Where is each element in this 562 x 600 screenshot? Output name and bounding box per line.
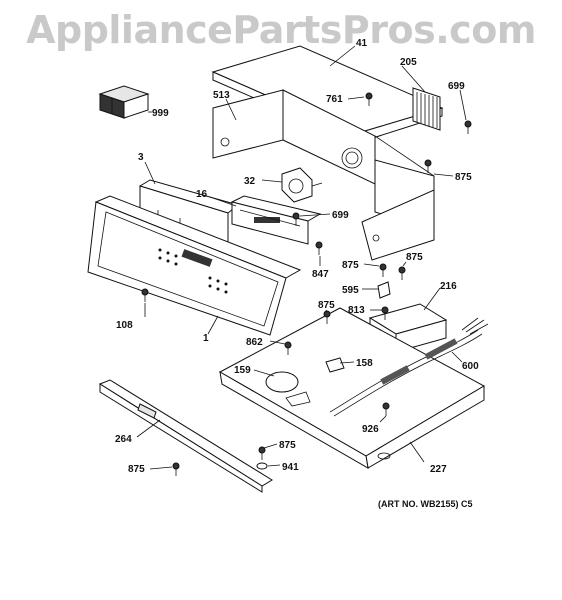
- callout-761[interactable]: 761: [326, 94, 343, 105]
- part-1-front-panel[interactable]: [87, 195, 302, 336]
- callout-595[interactable]: 595: [342, 285, 359, 296]
- callout-875-b[interactable]: 875: [406, 252, 423, 263]
- callout-41[interactable]: 41: [356, 38, 368, 49]
- callout-108[interactable]: 108: [116, 320, 133, 331]
- callout-205[interactable]: 205: [400, 57, 417, 68]
- part-32-fan-motor[interactable]: [281, 167, 323, 203]
- callout-600[interactable]: 600: [462, 361, 479, 372]
- screw-862[interactable]: [284, 341, 292, 355]
- callout-813[interactable]: 813: [348, 305, 365, 316]
- callout-875-right[interactable]: 875: [455, 172, 472, 183]
- screw-875-e[interactable]: [172, 462, 180, 476]
- callout-3[interactable]: 3: [138, 152, 144, 163]
- callout-999[interactable]: 999: [152, 108, 169, 119]
- callout-941[interactable]: 941: [282, 462, 299, 473]
- callout-875-c[interactable]: 875: [318, 300, 335, 311]
- screw-875-c[interactable]: [323, 310, 331, 324]
- callout-699-mid[interactable]: 699: [332, 210, 349, 221]
- callout-847[interactable]: 847: [312, 269, 329, 280]
- callout-875-d[interactable]: 875: [279, 440, 296, 451]
- screw-847[interactable]: [315, 241, 323, 255]
- screw-926[interactable]: [382, 402, 390, 416]
- part-513-side-panel[interactable]: [212, 89, 435, 185]
- part-595-clip[interactable]: [377, 281, 391, 299]
- callout-32[interactable]: 32: [244, 176, 256, 187]
- part-600-wire-harness[interactable]: [329, 317, 489, 417]
- screw-875-d[interactable]: [258, 446, 266, 460]
- screw-875-a[interactable]: [379, 263, 387, 277]
- callout-158[interactable]: 158: [356, 358, 373, 369]
- part-264-trim-strip[interactable]: [98, 379, 273, 493]
- screw-875-b[interactable]: [398, 266, 406, 280]
- callout-926[interactable]: 926: [362, 424, 379, 435]
- watermark-text: AppliancePartsPros.com: [26, 8, 536, 52]
- screw-699-top[interactable]: [464, 120, 472, 134]
- callout-labels: 41 205 699 513 761 999 875 3 32 16 699 8…: [115, 38, 479, 475]
- callout-875-e[interactable]: 875: [128, 464, 145, 475]
- screw-761[interactable]: [365, 92, 373, 106]
- callout-699-top[interactable]: 699: [448, 81, 465, 92]
- art-number: (ART NO. WB2155) C5: [378, 499, 473, 509]
- screw-699-mid[interactable]: [292, 212, 300, 226]
- callout-513[interactable]: 513: [213, 90, 230, 101]
- part-999-box[interactable]: [98, 85, 150, 119]
- part-158-clip[interactable]: [325, 357, 345, 373]
- screw-group: [141, 92, 472, 476]
- part-chassis-right[interactable]: [361, 159, 435, 261]
- callout-159[interactable]: 159: [234, 365, 251, 376]
- part-205-vent[interactable]: [412, 87, 441, 131]
- screw-108[interactable]: [141, 288, 149, 302]
- washer-941[interactable]: [256, 462, 268, 470]
- callout-16[interactable]: 16: [196, 189, 208, 200]
- callout-264[interactable]: 264: [115, 434, 132, 445]
- callout-227[interactable]: 227: [430, 464, 447, 475]
- leader-lines: [136, 45, 467, 470]
- callout-216[interactable]: 216: [440, 281, 457, 292]
- callout-875-a[interactable]: 875: [342, 260, 359, 271]
- part-16-control-board[interactable]: [230, 195, 322, 245]
- callout-1[interactable]: 1: [203, 333, 209, 344]
- screw-875-right[interactable]: [424, 159, 432, 173]
- callout-862[interactable]: 862: [246, 337, 263, 348]
